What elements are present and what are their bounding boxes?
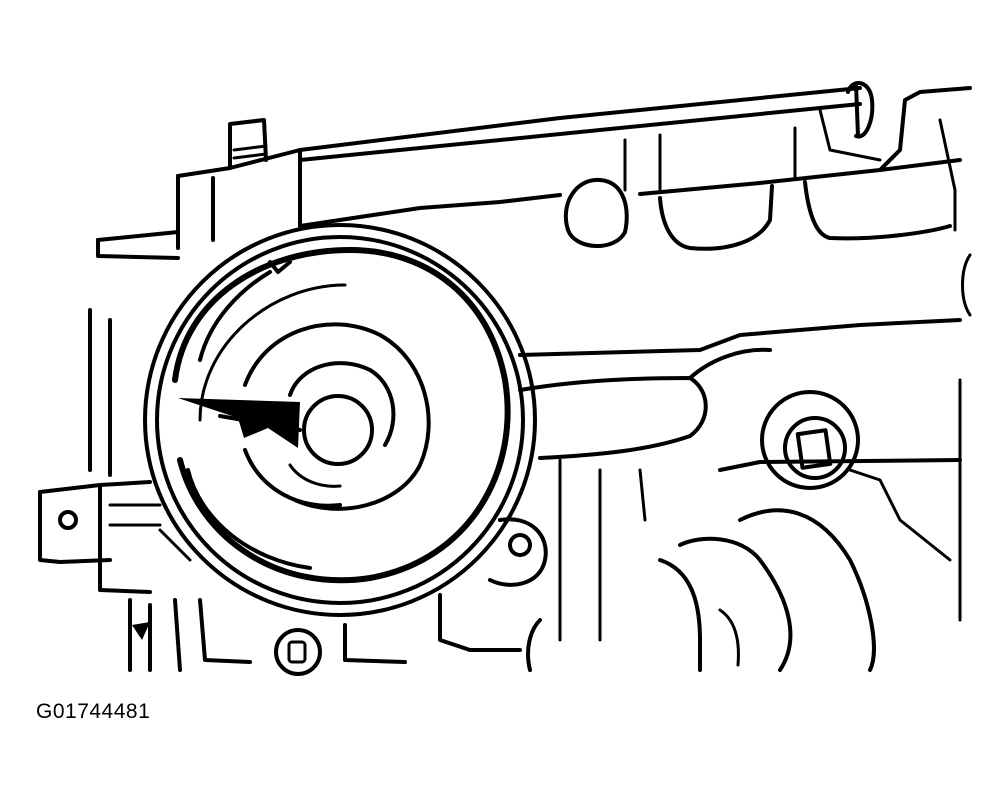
engine-component-illustration	[38, 81, 972, 676]
left-bracket	[38, 308, 252, 672]
indicator-arrow	[178, 398, 302, 448]
center-hub	[243, 322, 431, 511]
housing-boss	[563, 177, 629, 248]
pulley-assembly	[143, 223, 537, 617]
coolant-hose	[658, 508, 876, 672]
right-housing	[518, 318, 962, 622]
lower-flange	[343, 458, 647, 672]
housing-ribs	[658, 180, 972, 317]
left-shaft	[96, 230, 180, 260]
upper-housing	[176, 86, 972, 250]
stud-bolt	[228, 118, 268, 170]
locating-pin	[846, 81, 875, 139]
figure-code: G01744481	[36, 700, 151, 723]
drain-plug	[274, 628, 322, 676]
hex-bolt	[760, 390, 860, 490]
